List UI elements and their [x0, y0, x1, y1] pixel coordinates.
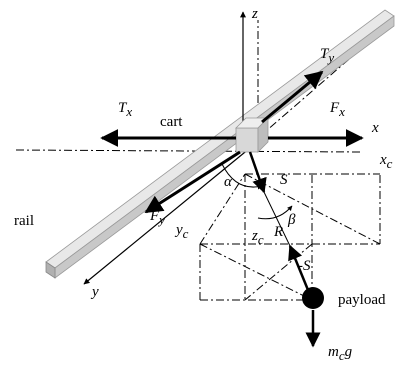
z-axis-label: z [251, 6, 258, 22]
x-axis-label: x [371, 120, 379, 136]
rail-end-face [45, 261, 56, 279]
neg-s-arrow [288, 244, 310, 291]
y-axis [83, 147, 251, 285]
yc-label: yc [174, 222, 189, 241]
rail-label: rail [14, 213, 34, 229]
labels: z x y cart rail payload Tx Ty Fx Fy α β … [14, 6, 393, 363]
fy-arrow [144, 150, 241, 214]
xc-label: xc [379, 152, 393, 171]
beta-arc [257, 205, 293, 220]
y-axis-label: y [90, 284, 99, 300]
payload-mass [302, 287, 324, 309]
payload-label: payload [338, 292, 386, 308]
alpha-label: α [224, 174, 233, 190]
ty-arrow [261, 70, 324, 124]
alpha-arc [221, 163, 263, 190]
zc-label: zc [251, 228, 264, 247]
rail [45, 9, 395, 279]
neg-s-label: -S [298, 258, 311, 274]
rail-side-face [54, 15, 395, 279]
cart-front-face [235, 127, 259, 153]
r-label: R [273, 224, 283, 240]
s-label: S [280, 172, 288, 188]
beta-label: β [287, 212, 296, 228]
ty-label: Ty [320, 46, 334, 65]
mcg-label: mcg [328, 344, 353, 363]
cable [263, 191, 291, 247]
fx-label: Fx [329, 100, 345, 119]
fy-label: Fy [149, 208, 165, 227]
cart-label: cart [160, 114, 183, 130]
cart [235, 117, 269, 153]
tx-label: Tx [118, 100, 132, 119]
